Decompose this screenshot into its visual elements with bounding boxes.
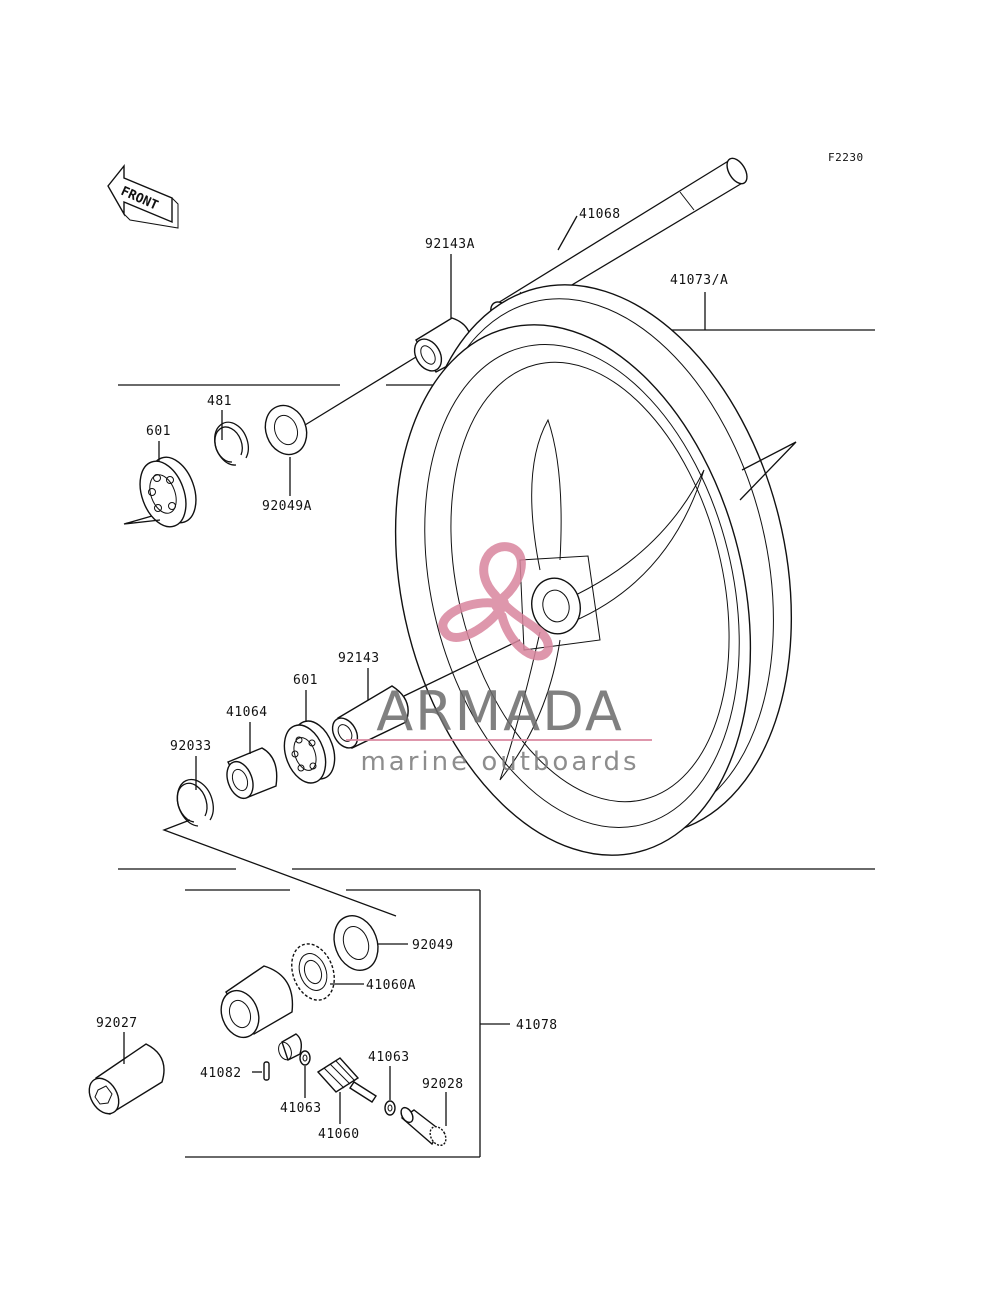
label-92028: 92028 — [422, 1077, 464, 1092]
circlip-481 — [214, 421, 249, 466]
label-41073A: 41073/A — [670, 273, 728, 288]
oil-seal-92049 — [333, 915, 379, 971]
label-92049: 92049 — [412, 938, 454, 953]
speedometer-gear-housing — [220, 965, 303, 1061]
label-41060: 41060 — [318, 1127, 360, 1142]
bearing-601-mid — [283, 720, 336, 784]
label-92027: 92027 — [96, 1016, 138, 1031]
label-41063-right: 41063 — [368, 1050, 410, 1065]
label-601-mid: 601 — [293, 673, 318, 688]
label-481: 481 — [207, 394, 232, 409]
oil-seal-92049A — [264, 404, 308, 456]
washer-41063-left — [299, 1050, 311, 1066]
bushing-92028 — [400, 1106, 447, 1147]
diagram-code: F2230 — [828, 151, 864, 164]
gear-41060A — [291, 943, 335, 1001]
spacer-41064 — [226, 747, 278, 800]
bearing-601-top — [139, 456, 197, 528]
label-92143A: 92143A — [425, 237, 475, 252]
gear-shaft-41060 — [316, 1057, 377, 1103]
label-92033: 92033 — [170, 739, 212, 754]
label-41063-left: 41063 — [280, 1101, 322, 1116]
label-92143: 92143 — [338, 651, 380, 666]
collar-92027 — [88, 1043, 165, 1116]
watermark-tagline: marine outboards — [360, 747, 639, 777]
label-41078: 41078 — [516, 1018, 558, 1033]
label-41082: 41082 — [200, 1066, 242, 1081]
pin-41082 — [263, 1061, 270, 1081]
watermark-brand: ARMADA — [376, 680, 624, 743]
circlip-92033 — [176, 778, 214, 827]
front-arrow-icon: FRONT — [107, 164, 179, 229]
armada-logo-icon — [438, 542, 553, 661]
washer-41063-right — [384, 1100, 396, 1116]
label-601-top: 601 — [146, 424, 171, 439]
armada-watermark: ARMADA marine outboards — [346, 542, 652, 777]
label-41060A: 41060A — [366, 978, 416, 993]
front-wheel — [394, 284, 793, 856]
label-92049A: 92049A — [262, 499, 312, 514]
label-41068: 41068 — [579, 207, 621, 222]
label-41064: 41064 — [226, 705, 268, 720]
